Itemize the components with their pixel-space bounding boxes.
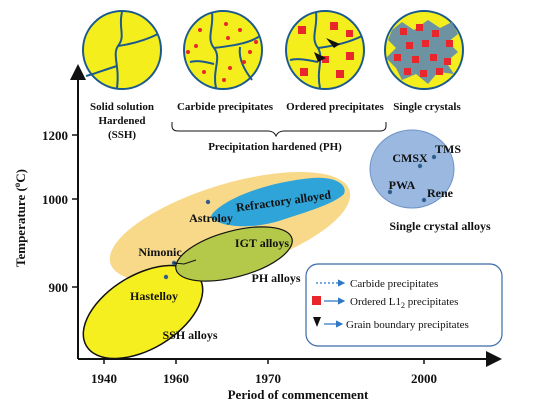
ph-bracket [171, 122, 387, 138]
legend-grain: Grain boundary precipitates [346, 319, 469, 331]
point-rene [421, 197, 427, 203]
legend-carbide: Carbide precipitates [350, 278, 438, 290]
x-axis-label: Period of commencement [228, 387, 369, 402]
ytick-1000: 1000 [42, 192, 68, 207]
point-pwa [387, 189, 393, 195]
label-ssh-alloys: SSH alloys [162, 328, 217, 342]
label-ssh-2: Hardened [98, 115, 145, 127]
xtick-1940: 1940 [91, 371, 117, 386]
label-ordered: Ordered precipitates [286, 101, 384, 113]
micro-single [384, 10, 464, 90]
label-igt-alloys: IGT alloys [235, 236, 289, 250]
point-astroloy [205, 199, 211, 205]
label-single-crystal-alloys: Single crystal alloys [389, 219, 491, 233]
label-tms: TMS [435, 142, 461, 156]
ytick-900: 900 [49, 280, 69, 295]
legend: Carbide precipitates Ordered L12 precipi… [305, 263, 503, 347]
xtick-1970: 1970 [255, 371, 281, 386]
nimonic-pointer [173, 259, 197, 265]
label-astroloy: Astroloy [189, 211, 233, 225]
label-ph-group: Precipitation hardened (PH) [208, 141, 342, 153]
micro-ordered [285, 10, 365, 90]
label-hastelloy: Hastelloy [130, 289, 178, 303]
region-igt [175, 226, 293, 282]
label-rene: Rene [427, 186, 454, 200]
label-pwa: PWA [389, 178, 416, 192]
label-ph-alloys: PH alloys [251, 271, 300, 285]
micro-ssh [82, 10, 162, 90]
label-ssh-3: (SSH) [108, 129, 136, 141]
xtick-2000: 2000 [411, 371, 437, 386]
label-single: Single crystals [393, 101, 461, 113]
y-axis-label: Temperature (oC) [12, 169, 28, 267]
point-cmsx [417, 163, 423, 169]
label-nimonic: Nimonic [138, 245, 182, 259]
ytick-1200: 1200 [42, 128, 68, 143]
legend-ordered-swatch [312, 296, 321, 305]
region-refractory [211, 177, 345, 227]
point-tms [431, 154, 437, 160]
legend-grain-swatch [313, 317, 321, 327]
micro-carbide [183, 10, 263, 90]
region-single-crystal [369, 129, 455, 209]
label-carbide: Carbide precipitates [177, 101, 274, 113]
legend-ordered: Ordered L12 precipitates [350, 296, 458, 310]
label-ssh-1: Solid solution [90, 101, 154, 113]
xtick-1960: 1960 [163, 371, 189, 386]
label-cmsx: CMSX [392, 151, 428, 165]
point-hastelloy [163, 274, 169, 280]
